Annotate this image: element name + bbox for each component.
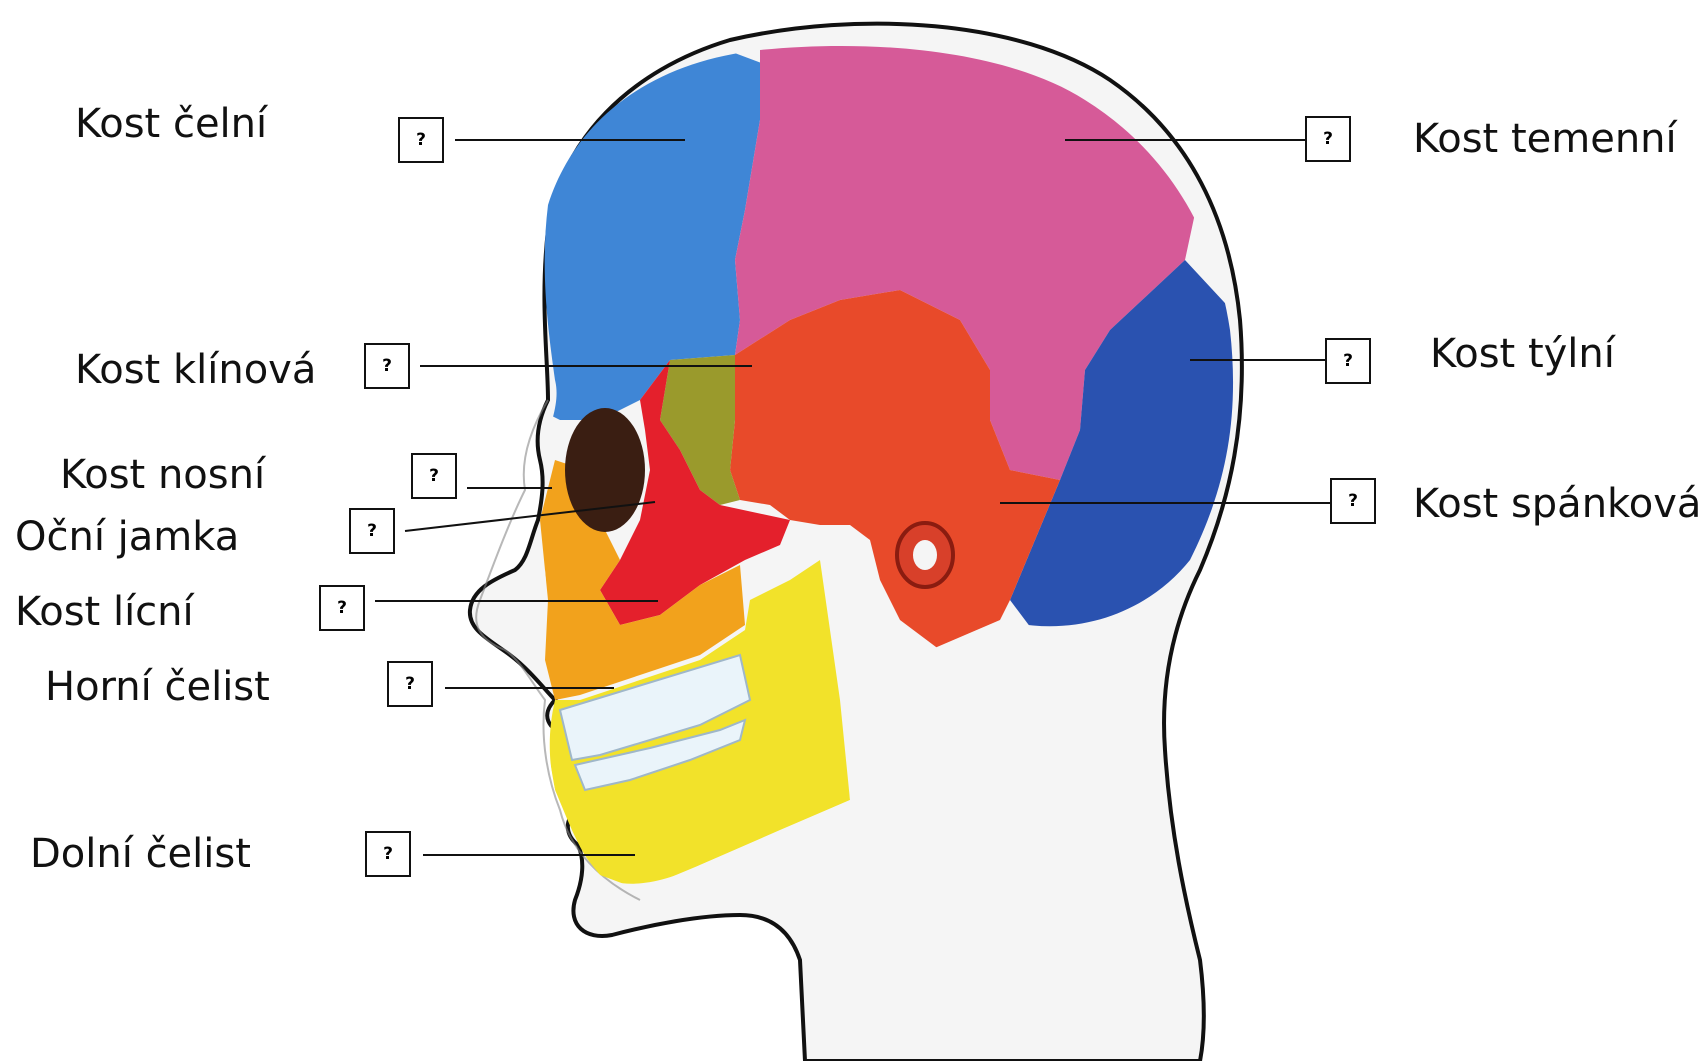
answer-box-mandible[interactable]: ? xyxy=(365,831,411,877)
orbit-cavity xyxy=(565,408,645,532)
answer-box-maxilla[interactable]: ? xyxy=(387,661,433,707)
answer-box-sphenoid[interactable]: ? xyxy=(364,343,410,389)
answer-box-nasal[interactable]: ? xyxy=(411,453,457,499)
label-mandible: Dolní čelist xyxy=(30,834,251,874)
answer-box-frontal[interactable]: ? xyxy=(398,117,444,163)
label-parietal: Kost temenní xyxy=(1413,119,1677,159)
label-occipital: Kost týlní xyxy=(1430,334,1615,374)
answer-box-occipital[interactable]: ? xyxy=(1325,338,1371,384)
label-orbit: Oční jamka xyxy=(15,517,239,557)
label-maxilla: Horní čelist xyxy=(45,667,270,707)
label-temporal: Kost spánková xyxy=(1413,484,1701,524)
label-sphenoid: Kost klínová xyxy=(75,350,316,390)
answer-box-zygomatic[interactable]: ? xyxy=(319,585,365,631)
label-frontal: Kost čelní xyxy=(75,104,267,144)
answer-box-parietal[interactable]: ? xyxy=(1305,116,1351,162)
answer-box-orbit[interactable]: ? xyxy=(349,508,395,554)
label-nasal: Kost nosní xyxy=(60,455,265,495)
label-zygomatic: Kost lícní xyxy=(15,592,194,632)
answer-box-temporal[interactable]: ? xyxy=(1330,478,1376,524)
